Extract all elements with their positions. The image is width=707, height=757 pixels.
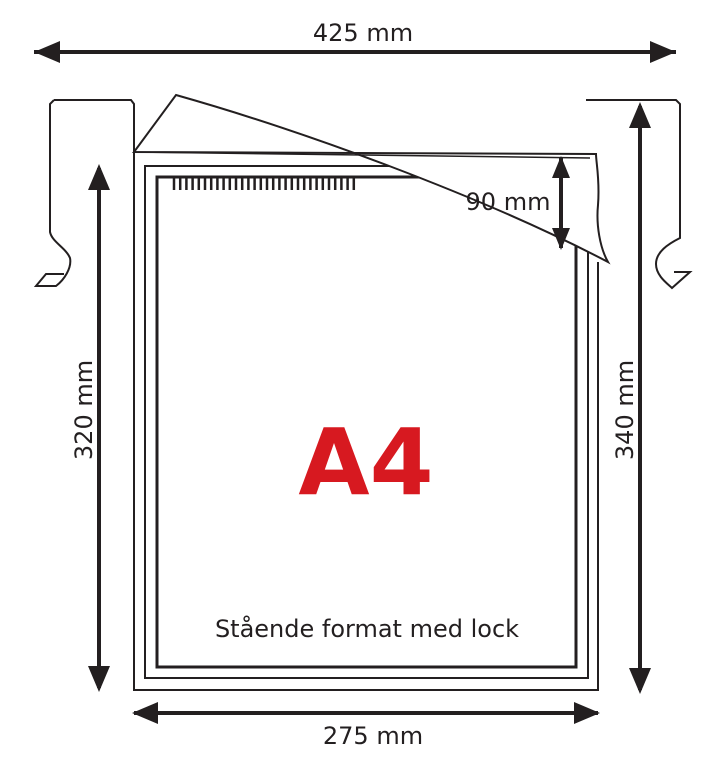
right-hook — [586, 99, 693, 290]
lid-height-dimension: 90 mm — [466, 156, 570, 250]
top-width-dimension: 425 mm — [34, 19, 676, 63]
lid-fold-line — [133, 151, 591, 159]
right-height-label: 340 mm — [611, 360, 639, 460]
outer-rail — [144, 165, 589, 679]
outer-frame — [133, 152, 599, 691]
magnetic-strip — [172, 178, 356, 190]
format-label: A4 — [298, 409, 433, 516]
right-height-dimension: 340 mm — [611, 102, 651, 694]
top-width-label: 425 mm — [313, 19, 413, 47]
left-height-label: 320 mm — [70, 360, 98, 460]
bottom-width-label: 275 mm — [323, 722, 423, 750]
inner-paper-edge — [155, 175, 578, 669]
caption: Stående format med lock — [215, 614, 519, 643]
left-hook — [33, 99, 135, 287]
left-height-dimension: 320 mm — [70, 164, 110, 692]
lid-flap — [132, 93, 611, 265]
bottom-width-dimension: 275 mm — [132, 702, 600, 750]
lid-height-label: 90 mm — [466, 188, 551, 216]
